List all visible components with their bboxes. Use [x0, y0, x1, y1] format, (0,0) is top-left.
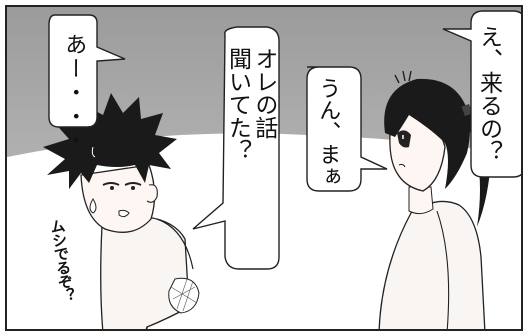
speech-did-you-listen-line1: オレの話: [250, 47, 277, 139]
boy-backpack-strap: [156, 218, 194, 270]
boy-eyes: [102, 182, 142, 186]
panel-artwork: [7, 7, 521, 329]
bubble-reply: [306, 66, 388, 192]
speech-ah: あー・・・: [61, 33, 87, 153]
boy-mouth: [118, 209, 130, 218]
boy-ear: [146, 184, 158, 203]
girl-arm: [436, 210, 450, 329]
bubble-ah: [48, 14, 126, 128]
bubble-question: [192, 26, 280, 270]
girl-mouth: [398, 163, 406, 168]
speech-are-you-coming: え、来るの？: [475, 25, 502, 163]
boy-hair: [43, 93, 177, 189]
girl-hair-tie: [461, 103, 473, 117]
speech-yeah-well: うん、まぁ: [315, 77, 341, 187]
boy-character: [43, 93, 200, 329]
comic-panel: あー・・・ オレの話 聞いてた？ うん、まぁ え、来るの？ ムシでるぞ？: [5, 5, 523, 331]
boy-sweat-drop: [89, 198, 97, 214]
girl-hair: [384, 78, 470, 189]
speech-did-you-listen-line2: 聞いてた？: [224, 47, 251, 162]
girl-eye: [397, 130, 411, 148]
boy-shirt: [100, 215, 190, 329]
speech-did-you-listen: オレの話 聞いてた？: [224, 47, 277, 162]
bubble-girl-question: [442, 10, 521, 178]
surprise-marks: [394, 70, 412, 84]
girl-neck: [408, 186, 434, 215]
girl-character: [378, 70, 492, 329]
boy-net-bag: [168, 277, 200, 314]
